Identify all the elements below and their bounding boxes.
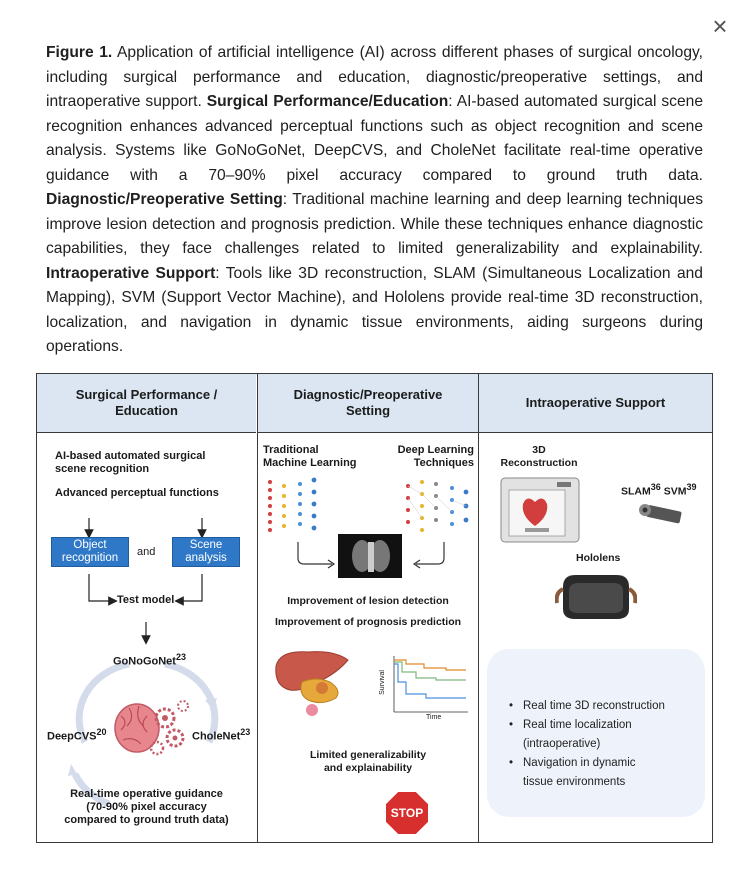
column-header-intraoperative: Intraoperative Support [479, 374, 712, 433]
and-label: and [137, 546, 156, 558]
deepcvs-label: DeepCVS20 [47, 727, 107, 743]
surgical-flow-arrows [68, 518, 219, 808]
header-line-1: Intraoperative Support [525, 395, 666, 410]
header-line-1: Diagnostic/Preoperative [293, 387, 443, 402]
intraoperative-bullet-list: Real time 3D reconstruction Real time lo… [509, 697, 709, 792]
lesion-detection-label: Improvement of lesion detection [287, 595, 449, 607]
header-line-2: Education [115, 403, 178, 418]
camera-probe-icon [639, 504, 682, 524]
gonogonet-label: GoNoGoNet23 [113, 652, 186, 668]
column-surgical-performance: Surgical Performance /Education AI-based… [37, 374, 256, 842]
hololens-headset-icon [555, 575, 637, 619]
3d-printer-icon [500, 477, 580, 543]
intraoperative-bullet-card: Real time 3D reconstruction Real time lo… [487, 649, 705, 817]
slam-svm-label: SLAM36 SVM39 [621, 482, 697, 498]
operative-guidance-label: Real-time operative guidance(70-90% pixe… [64, 788, 229, 826]
caption-text-intraoperative: : Tools like 3D reconstruction, SLAM (Si… [46, 264, 703, 356]
caption-text-surgical: : AI-based automated surgical scene reco… [46, 93, 703, 184]
column-header-surgical: Surgical Performance /Education [37, 374, 256, 433]
header-line-1: Surgical Performance / [75, 387, 218, 402]
figure-diagram: Surgical Performance /Education AI-based… [36, 373, 713, 843]
hololens-label: Hololens [576, 552, 621, 564]
stop-sign-icon: STOP [386, 792, 428, 834]
test-model-label: Test model [117, 594, 175, 606]
caption-heading-intraoperative: Intraoperative Support [46, 264, 216, 282]
bullet-item: Real time 3D reconstruction [509, 697, 709, 716]
prognosis-prediction-label: Improvement of prognosis prediction [274, 616, 462, 628]
network-graphics [268, 477, 469, 578]
cholenet-label: CholeNet23 [192, 727, 251, 743]
ai-brain-icon [114, 700, 189, 756]
header-line-2: Setting [345, 403, 391, 418]
figure-label: Figure 1. [46, 44, 113, 61]
caption-heading-diagnostic: Diagnostic/Preoperative Setting [46, 191, 283, 208]
bullet-item: Real time localization(intraoperative) [509, 716, 709, 754]
km-ylabel: Survival [379, 670, 386, 695]
caption-heading-surgical: Surgical Performance/Education [206, 93, 449, 110]
caption-text-diagnostic: : Traditional machine learning and deep … [46, 191, 703, 257]
figure-caption: Figure 1. Application of artificial inte… [46, 41, 703, 360]
survival-curve-chart [393, 656, 468, 713]
close-button[interactable]: × [712, 11, 728, 41]
caption-intro: Application of artificial intelligence (… [46, 44, 703, 110]
liver-icon [275, 651, 349, 716]
perceptual-functions-label: Advanced perceptual functions [55, 487, 219, 499]
km-xlabel: Time [426, 714, 442, 721]
